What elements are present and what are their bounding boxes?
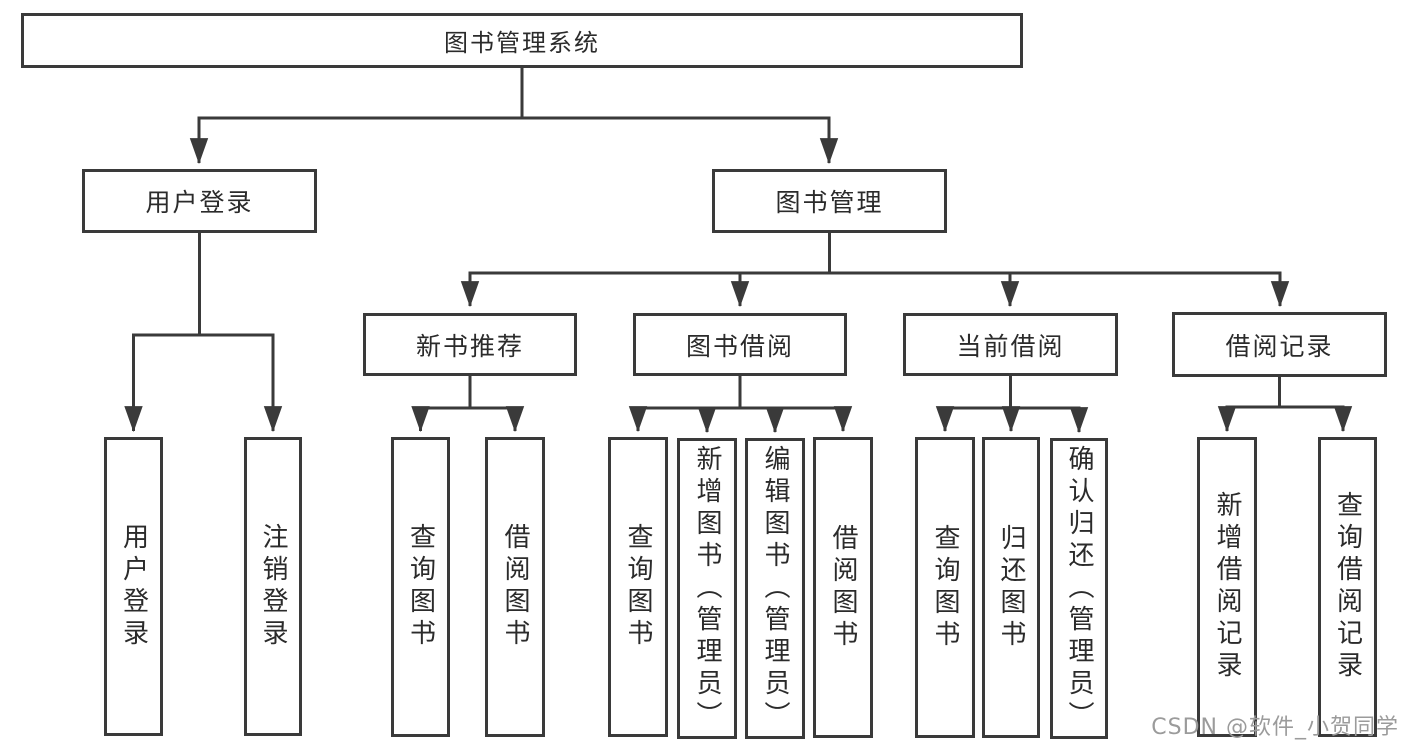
leaf-query-books-1-label: 查询图书 xyxy=(405,523,436,651)
node-user-login-label: 用户登录 xyxy=(145,188,254,217)
leaf-query-books-2-label: 查询图书 xyxy=(623,523,653,651)
leaf-return-books-label: 归还图书 xyxy=(996,523,1026,652)
leaf-add-borrow-record-label: 新增借阅记录 xyxy=(1212,491,1242,683)
leaf-return-books: 归还图书 xyxy=(982,437,1040,738)
node-book-management: 图书管理 xyxy=(712,169,947,233)
leaf-query-books-1: 查询图书 xyxy=(391,437,450,737)
leaf-logout-label: 注销登录 xyxy=(258,522,288,651)
leaf-borrow-books-1-label: 借阅图书 xyxy=(500,523,530,651)
leaf-borrow-books-2: 借阅图书 xyxy=(813,437,873,738)
leaf-logout: 注销登录 xyxy=(244,437,302,736)
node-user-login: 用户登录 xyxy=(82,169,317,233)
node-new-book-recommend-label: 新书推荐 xyxy=(415,331,524,361)
node-book-management-label: 图书管理 xyxy=(775,188,884,217)
csdn-watermark: CSDN @软件_小贺同学 xyxy=(1151,715,1399,740)
leaf-query-borrow-record: 查询借阅记录 xyxy=(1318,437,1377,737)
leaf-query-borrow-record-label: 查询借阅记录 xyxy=(1332,491,1363,683)
node-book-borrowing: 图书借阅 xyxy=(633,313,847,376)
node-borrowing-records: 借阅记录 xyxy=(1172,312,1387,377)
leaf-add-books-admin-label: 新增图书（管理员） xyxy=(692,444,722,733)
node-borrowing-records-label: 借阅记录 xyxy=(1225,331,1334,361)
node-new-book-recommend: 新书推荐 xyxy=(363,313,577,376)
node-current-borrowing-label: 当前借阅 xyxy=(956,331,1065,361)
node-current-borrowing: 当前借阅 xyxy=(903,313,1118,376)
leaf-user-login-label: 用户登录 xyxy=(118,522,149,651)
leaf-borrow-books-1: 借阅图书 xyxy=(485,437,545,737)
node-library-system: 图书管理系统 xyxy=(21,13,1023,68)
leaf-add-borrow-record: 新增借阅记录 xyxy=(1197,437,1257,737)
leaf-query-books-3: 查询图书 xyxy=(915,437,975,738)
leaf-edit-books-admin-label: 编辑图书（管理员） xyxy=(760,444,790,733)
leaf-query-books-3-label: 查询图书 xyxy=(930,523,960,652)
node-library-system-label: 图书管理系统 xyxy=(444,29,600,57)
leaf-confirm-return-admin-label: 确认归还（管理员） xyxy=(1064,444,1094,733)
leaf-query-books-2: 查询图书 xyxy=(608,437,668,737)
leaf-user-login: 用户登录 xyxy=(104,437,163,736)
leaf-borrow-books-2-label: 借阅图书 xyxy=(828,523,858,652)
leaf-edit-books-admin: 编辑图书（管理员） xyxy=(745,438,805,739)
leaf-confirm-return-admin: 确认归还（管理员） xyxy=(1050,438,1108,739)
node-book-borrowing-label: 图书借阅 xyxy=(685,331,794,361)
leaf-add-books-admin: 新增图书（管理员） xyxy=(677,438,737,739)
